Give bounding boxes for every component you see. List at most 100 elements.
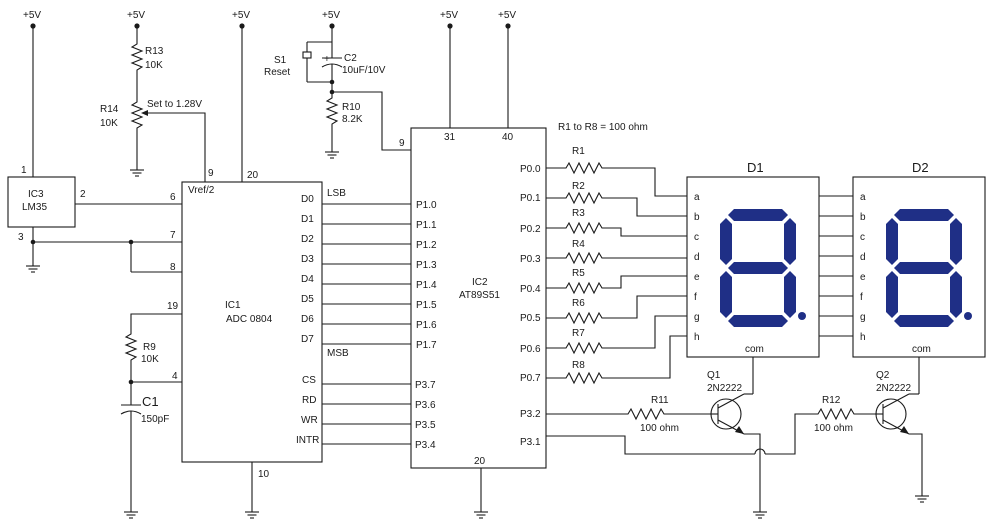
- d2-digit-graphic: [886, 209, 972, 327]
- ic1-d6: D6: [301, 314, 314, 325]
- segment-bus: [819, 195, 853, 337]
- ic1-msb: MSB: [327, 348, 349, 359]
- ic1-d1: D1: [301, 214, 314, 225]
- capacitor-c2: + C2 10uF/10V: [321, 42, 386, 82]
- ic1-vref-label: Vref/2: [188, 185, 215, 196]
- ic2-p0-1: P0.1: [520, 193, 541, 204]
- ic2-p0-4: P0.4: [520, 284, 541, 295]
- ic2-p1-5: P1.5: [416, 300, 437, 311]
- ic2-name: IC2: [472, 277, 488, 288]
- r14-note: Set to 1.28V: [147, 99, 202, 110]
- ic1-name: IC1: [225, 300, 241, 311]
- data-bus: [322, 203, 411, 445]
- supply-ic3: +5V: [23, 10, 41, 177]
- r7-name: R7: [572, 328, 585, 339]
- supply-label: +5V: [322, 10, 340, 21]
- d2-seg-d: d: [860, 252, 866, 263]
- r10-value: 8.2K: [342, 114, 363, 125]
- ic2-p3-6: P3.6: [415, 400, 436, 411]
- d1-seg-h: h: [694, 332, 700, 343]
- resistor-bank-note: R1 to R8 = 100 ohm: [558, 122, 648, 133]
- ic1-pin7: 7: [170, 230, 176, 241]
- d2-seg-b: b: [860, 212, 866, 223]
- d1-seg-c: c: [694, 232, 699, 243]
- supply-rail-markers: +5V +5V +5V +5V +5V +5V: [23, 10, 516, 182]
- d1-seg-d: d: [694, 252, 700, 263]
- ic2-p0-7: P0.7: [520, 373, 541, 384]
- resistor-r13: R13 10K: [130, 40, 164, 90]
- d1-digit-graphic: [720, 209, 806, 327]
- ic3-pin1: 1: [21, 165, 27, 176]
- ic2-p0-5: P0.5: [520, 313, 541, 324]
- s1-label: Reset: [264, 67, 290, 78]
- d1-seg-b: b: [694, 212, 700, 223]
- d1-name: D1: [747, 160, 764, 175]
- ic1-pin20: 20: [247, 170, 259, 181]
- s1-name: S1: [274, 55, 287, 66]
- supply-label: +5V: [232, 10, 250, 21]
- ic2-part: AT89S51: [459, 290, 500, 301]
- switch-s1[interactable]: S1 Reset: [264, 41, 332, 83]
- transistor-q1: Q1 2N2222: [707, 370, 745, 435]
- ic3-pin3: 3: [18, 232, 24, 243]
- ic2-p1-4: P1.4: [416, 280, 437, 291]
- resistor-r11: R11 100 ohm: [546, 395, 710, 434]
- c1-name: C1: [142, 394, 159, 409]
- d1-seg-a: a: [694, 192, 700, 203]
- c1-value: 150pF: [141, 414, 169, 425]
- r1-name: R1: [572, 146, 585, 157]
- ic3-part: LM35: [22, 202, 47, 213]
- ic2-p1-2: P1.2: [416, 240, 437, 251]
- ic1-pin9: 9: [208, 168, 214, 179]
- ic2-p3-4: P3.4: [415, 440, 436, 451]
- d2-seg-e: e: [860, 272, 866, 283]
- ic1-part: ADC 0804: [226, 314, 273, 325]
- r10-name: R10: [342, 102, 361, 113]
- resistor-bank: R1 R2 R3 R4 R5 R6 R7 R8: [546, 146, 687, 385]
- r2-name: R2: [572, 181, 585, 192]
- c2-value: 10uF/10V: [342, 65, 386, 76]
- r12-name: R12: [822, 395, 841, 406]
- ic1-pin19: 19: [167, 301, 179, 312]
- ic2-p0-3: P0.3: [520, 254, 541, 265]
- r12-value: 100 ohm: [814, 423, 853, 434]
- resistor-r10: R10 8.2K: [324, 82, 363, 159]
- ic2-p1-7: P1.7: [416, 340, 437, 351]
- d2-seg-a: a: [860, 192, 866, 203]
- ic2-p0-2: P0.2: [520, 224, 541, 235]
- ic1-d5: D5: [301, 294, 314, 305]
- ic2-p0-6: P0.6: [520, 344, 541, 355]
- supply-label: +5V: [498, 10, 516, 21]
- r6-name: R6: [572, 298, 585, 309]
- ic1-pin10: 10: [258, 469, 270, 480]
- supply-ic2-31: +5V: [440, 10, 458, 128]
- ic3-pin2: 2: [80, 189, 86, 200]
- r13-name: R13: [145, 46, 164, 57]
- ic2-p1-3: P1.3: [416, 260, 437, 271]
- resistor-r9: R9 10K: [124, 313, 182, 382]
- ic1-pin8: 8: [170, 262, 176, 273]
- supply-s1: +5V: [322, 10, 340, 42]
- q1-part: 2N2222: [707, 383, 742, 394]
- r13-value: 10K: [145, 60, 163, 71]
- r8-name: R8: [572, 360, 585, 371]
- d2-seg-f: f: [860, 292, 863, 303]
- ic1-lsb: LSB: [327, 188, 346, 199]
- d1-com: com: [745, 344, 764, 355]
- r14-name: R14: [100, 104, 119, 115]
- ic2-p3-7: P3.7: [415, 380, 436, 391]
- supply-ic2-40: +5V: [498, 10, 516, 128]
- r3-name: R3: [572, 208, 585, 219]
- ic2-p3-2: P3.2: [520, 409, 541, 420]
- ic1-pin4: 4: [172, 371, 178, 382]
- display-d1: D1 a b c d e f g h com: [686, 160, 820, 358]
- ic2-pin31: 31: [444, 132, 456, 143]
- q2-part: 2N2222: [876, 383, 911, 394]
- r4-name: R4: [572, 239, 585, 250]
- d2-com: com: [912, 344, 931, 355]
- r9-name: R9: [143, 342, 156, 353]
- r14-value: 10K: [100, 118, 118, 129]
- display-d2: D2 a b c d e f g h com: [852, 160, 986, 358]
- c2-name: C2: [344, 53, 357, 64]
